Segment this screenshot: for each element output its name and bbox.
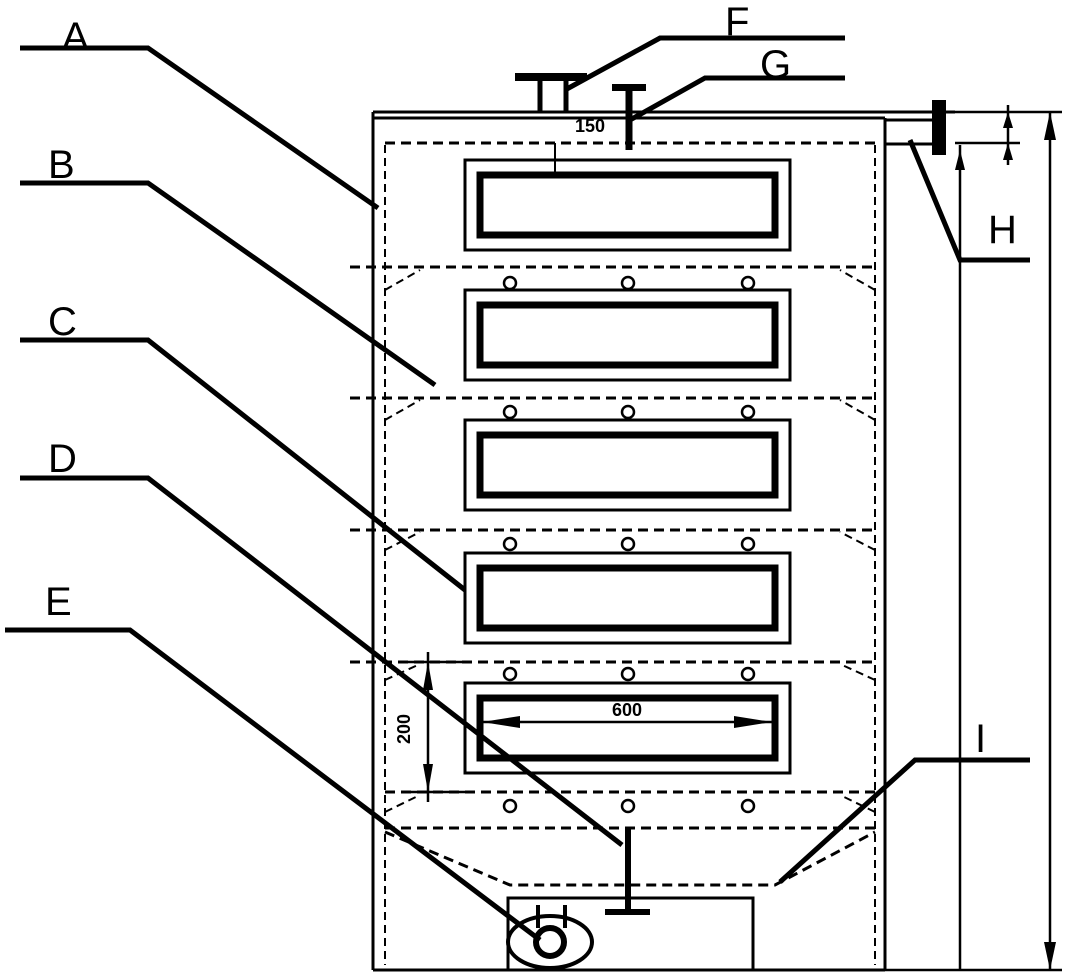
tray-2 <box>463 288 792 382</box>
hopper-cone <box>384 830 876 887</box>
leader-e <box>5 627 542 942</box>
tray-1 <box>463 158 792 252</box>
tray-3 <box>463 418 792 512</box>
leader-f <box>563 35 845 93</box>
leader-a <box>20 45 380 211</box>
side-nozzle-flange <box>932 100 946 155</box>
leader-lines <box>5 35 1030 942</box>
tray-4 <box>463 551 792 645</box>
rack-3 <box>350 528 876 552</box>
tray-5 <box>463 681 792 775</box>
hopper-bottom <box>384 828 876 972</box>
dimension-lines <box>405 105 1062 972</box>
outlet-valve-core <box>533 925 567 959</box>
leader-b <box>20 180 437 388</box>
label-g: G <box>760 43 791 87</box>
tank-shell <box>371 110 955 972</box>
rack-2 <box>350 396 876 421</box>
leader-d <box>20 475 624 847</box>
label-h: H <box>988 208 1017 252</box>
tray-stack <box>463 158 792 775</box>
fitting-f-flange <box>515 73 587 81</box>
label-i: I <box>975 717 986 761</box>
label-f: F <box>725 0 749 44</box>
leader-h <box>907 139 1030 263</box>
leader-i <box>778 757 1030 884</box>
leader-g <box>628 75 845 123</box>
label-a: A <box>62 15 89 59</box>
tray-width-dim-text: 600 <box>612 700 642 720</box>
tray-spacing-dim-text: 200 <box>394 714 414 744</box>
label-e: E <box>45 580 72 624</box>
leader-c <box>20 337 467 592</box>
label-c: C <box>48 300 77 344</box>
rack-5 <box>384 790 876 814</box>
label-d: D <box>48 437 77 481</box>
rack-1 <box>350 265 876 291</box>
outlet-valve <box>506 914 594 970</box>
top-gap-dim-text: 150 <box>575 116 605 136</box>
label-b: B <box>48 143 75 187</box>
top-fittings <box>515 73 646 175</box>
